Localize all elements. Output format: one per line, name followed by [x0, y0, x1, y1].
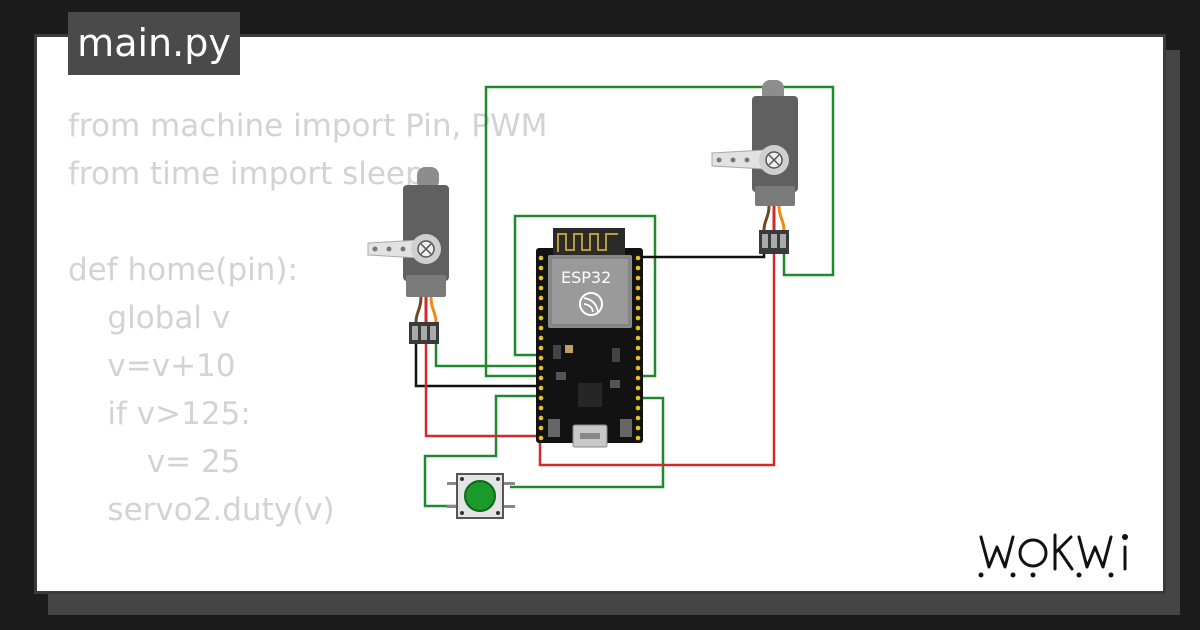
espressif-logo-icon — [579, 292, 603, 316]
pin-header-left — [538, 255, 544, 441]
board-label: ESP32 — [561, 268, 611, 287]
pin-header-right — [635, 255, 641, 441]
wokwi-logo — [978, 533, 1128, 578]
push-button — [447, 473, 515, 519]
wire-servo1-signal — [434, 344, 540, 368]
code-snippet: from machine import Pin, PWM from time im… — [68, 102, 547, 534]
servo-motor-2 — [711, 80, 798, 254]
wires — [414, 85, 835, 508]
wire-servo1-vcc — [424, 344, 541, 438]
code-line: servo2.duty(v) — [68, 492, 335, 528]
wire-servo1-gnd — [414, 344, 541, 388]
wire-button-right — [510, 396, 665, 489]
code-line: v=v+10 — [68, 348, 236, 384]
code-line: v= 25 — [68, 444, 241, 480]
file-tab: main.py — [68, 12, 240, 75]
code-line: if v>125: — [68, 396, 251, 432]
servo-motor-1 — [367, 167, 449, 344]
wire-servo2-signal — [484, 85, 835, 378]
code-line: from time import sleep — [68, 156, 425, 192]
code-line: global v — [68, 300, 231, 336]
code-line: from machine import Pin, PWM — [68, 108, 548, 144]
esp32-board: ESP32 — [536, 228, 643, 448]
wire-servo2-vcc — [538, 254, 776, 467]
wire-servo2-gnd — [638, 254, 766, 259]
code-line: def home(pin): — [68, 252, 298, 288]
wire-button-left — [423, 394, 541, 508]
wire-board-loop — [513, 214, 657, 378]
